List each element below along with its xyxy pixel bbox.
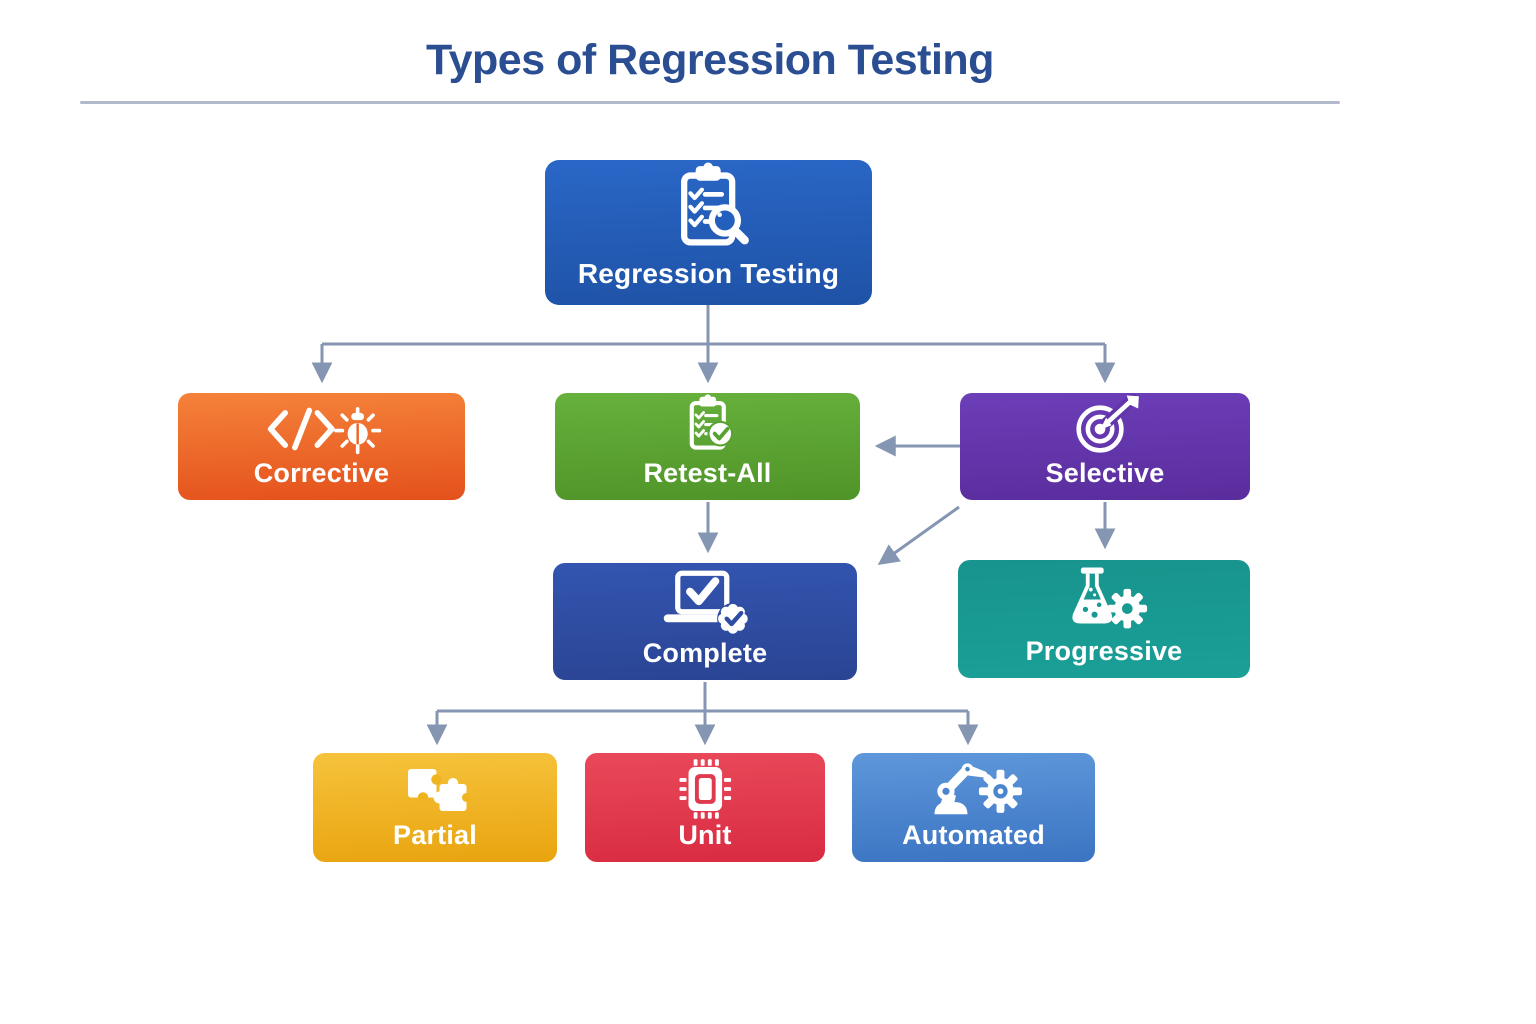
node-label: Unit [678, 820, 732, 850]
node-corrective: Corrective [178, 393, 465, 500]
page-title: Types of Regression Testing [426, 36, 994, 84]
node-regression-testing: Regression Testing [545, 160, 872, 305]
chip-icon [673, 752, 738, 820]
node-label: Regression Testing [577, 258, 840, 289]
edge-selective-complete [877, 505, 960, 566]
puzzle-icon [390, 753, 480, 820]
node-label: Retest-All [643, 458, 772, 488]
flask-gear-icon [1055, 560, 1154, 636]
node-label: Complete [642, 638, 768, 668]
code-bug-icon [261, 393, 382, 458]
node-partial: Partial [313, 753, 557, 862]
node-label: Automated [902, 820, 1045, 850]
node-label: Corrective [253, 458, 390, 488]
node-retest-all: Retest-All [555, 393, 860, 500]
node-selective: Selective [960, 393, 1250, 500]
node-automated: Automated [852, 753, 1095, 862]
node-complete: Complete [553, 563, 857, 680]
node-label: Partial [393, 820, 477, 850]
node-unit: Unit [585, 753, 825, 862]
robot-arm-gear-icon [923, 748, 1023, 820]
clipboard-search-icon [656, 156, 760, 258]
target-dart-icon [1065, 388, 1144, 458]
node-label: Selective [1045, 458, 1165, 488]
node-label: Progressive [1025, 636, 1183, 666]
clipboard-check-icon [673, 388, 743, 458]
title-divider [80, 101, 1340, 104]
node-progressive: Progressive [958, 560, 1250, 678]
laptop-check-icon [648, 562, 762, 638]
